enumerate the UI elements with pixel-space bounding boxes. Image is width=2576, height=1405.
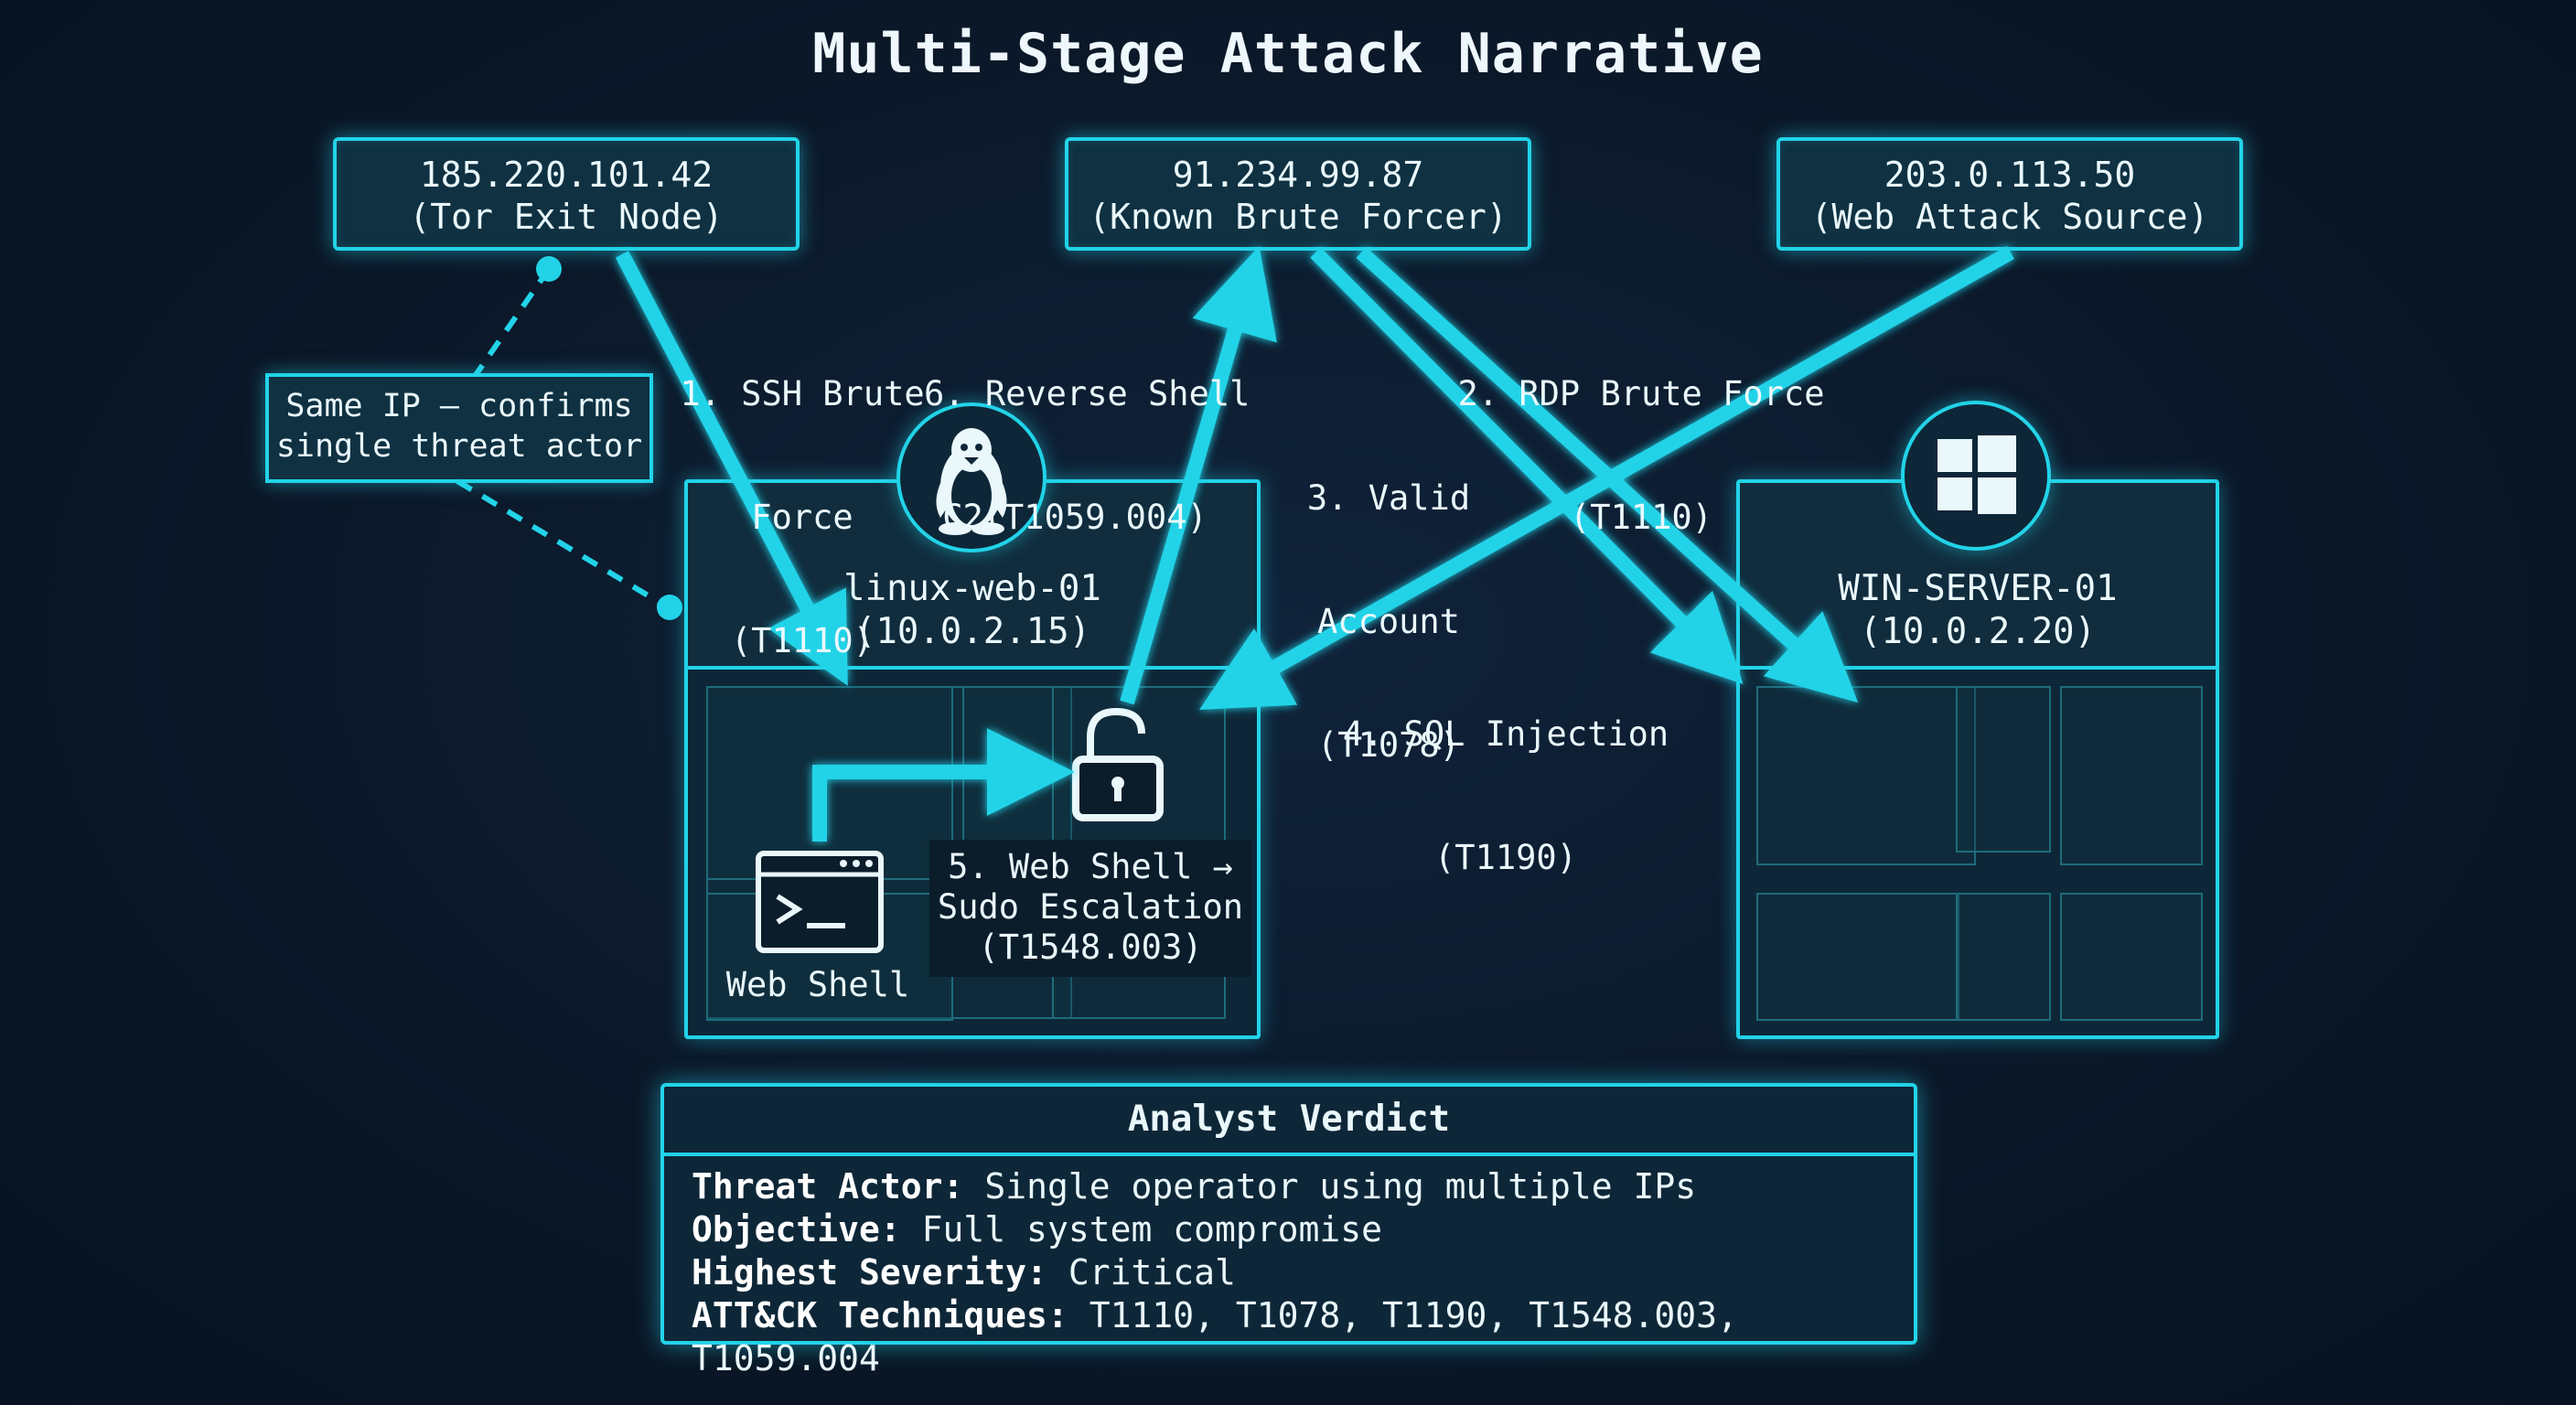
grid-cell [1756, 893, 1959, 1021]
host-ip: (10.0.2.20) [1859, 611, 2097, 652]
step-3-label: 3. Valid Account (T1078) [1270, 395, 1508, 807]
webshell-label: Web Shell [725, 965, 910, 1004]
step-line: 5. Web Shell → [948, 847, 1233, 886]
linux-penguin-icon [896, 402, 1046, 552]
verdict-row: Highest Severity: Critical [692, 1251, 1914, 1294]
grid-cell [2060, 686, 2203, 865]
note-connector [473, 267, 552, 377]
source-box-web-attack: 203.0.113.50 (Web Attack Source) [1776, 137, 2243, 251]
step-line: 6. Reverse Shell [924, 374, 1250, 413]
grid-cell [1756, 686, 1976, 865]
step-line: (T1110) [731, 621, 874, 660]
step-2-label: 2. RDP Brute Force (T1110) [1449, 291, 1833, 579]
host-win-server-01: WIN-SERVER-01 (10.0.2.20) [1736, 479, 2219, 1039]
step-line: Force [751, 498, 853, 537]
step-1-label: 1. SSH Brute Force (T1110) [679, 291, 926, 702]
step-line: 3. Valid [1306, 478, 1471, 518]
arrow-valid-account [1310, 247, 1744, 684]
note-line: Same IP — confirms [285, 388, 633, 424]
source-ip: 91.234.99.87 [1172, 155, 1424, 195]
grid-cell [1956, 893, 2051, 1021]
step-line: 2. RDP Brute Force [1457, 374, 1825, 413]
step-line: Account [1317, 602, 1460, 641]
verdict-key: ATT&CK Techniques: [692, 1295, 1068, 1335]
note-connector [456, 478, 670, 610]
verdict-row: Objective: Full system compromise [692, 1208, 1914, 1251]
arrow-ssh-brute-force [615, 251, 848, 686]
verdict-row: Threat Actor: Single operator using mult… [692, 1165, 1914, 1208]
grid-cell [706, 686, 953, 880]
arrow-web-shell-escalation [812, 728, 1075, 842]
host-header: WIN-SERVER-01 (10.0.2.20) [1740, 483, 2216, 670]
step-line: C2(T1059.004) [942, 498, 1208, 537]
diagram-title: Multi-Stage Attack Narrative [812, 22, 1764, 86]
windows-logo-icon [1901, 401, 2051, 551]
connector-dot [536, 256, 562, 282]
verdict-key: Objective: [692, 1209, 901, 1249]
host-name: WIN-SERVER-01 [1838, 568, 2118, 609]
verdict-value: T1110, T1078, T1190, T1548.003, T1059.00… [692, 1295, 1738, 1378]
verdict-row: ATT&CK Techniques: T1110, T1078, T1190, … [692, 1294, 1914, 1380]
step-line: Sudo Escalation [937, 887, 1244, 927]
step-6-label: 6. Reverse Shell C2(T1059.004) [924, 291, 1250, 579]
host-name: linux-web-01 [843, 568, 1101, 609]
grid-cell [1956, 686, 2051, 853]
verdict-body: Threat Actor: Single operator using mult… [664, 1156, 1914, 1380]
note-line: single threat actor [275, 428, 643, 465]
unlock-icon [1068, 706, 1167, 827]
verdict-key: Highest Severity: [692, 1252, 1047, 1292]
step-line: (T1110) [1570, 498, 1712, 537]
host-ip: (10.0.2.15) [853, 611, 1091, 652]
source-box-brute-forcer: 91.234.99.87 (Known Brute Forcer) [1065, 137, 1531, 251]
source-ip: 185.220.101.42 [419, 155, 714, 195]
source-desc: (Tor Exit Node) [409, 197, 724, 237]
step-line: (T1548.003) [978, 928, 1203, 967]
step-line: 4. SQL Injection [1342, 714, 1669, 754]
connector-dot [657, 595, 682, 620]
analyst-verdict-panel: Analyst Verdict Threat Actor: Single ope… [660, 1083, 1917, 1378]
host-label: WIN-SERVER-01 (10.0.2.20) [1740, 567, 2216, 653]
source-ip: 203.0.113.50 [1884, 155, 2136, 195]
arrow-rdp-brute-force [1356, 247, 1859, 703]
verdict-value: Full system compromise [921, 1209, 1382, 1249]
step-5-label: 5. Web Shell → Sudo Escalation (T1548.00… [929, 840, 1251, 977]
arrow-reverse-shell [1120, 245, 1277, 705]
source-desc: (Web Attack Source) [1810, 197, 2209, 237]
grid-cell [2060, 893, 2203, 1021]
step-line: 1. SSH Brute [680, 374, 925, 413]
verdict-key: Threat Actor: [692, 1166, 964, 1207]
verdict-value: Critical [1068, 1252, 1236, 1292]
step-4-label: 4. SQL Injection (T1190) [1314, 631, 1698, 919]
source-desc: (Known Brute Forcer) [1089, 197, 1508, 237]
step-line: (T1078) [1317, 725, 1460, 765]
arrow-sql-injection [1198, 246, 2014, 710]
verdict-title: Analyst Verdict [664, 1087, 1914, 1156]
step-line: (T1190) [1434, 838, 1577, 877]
terminal-icon [756, 851, 884, 957]
source-box-tor: 185.220.101.42 (Tor Exit Node) [333, 137, 800, 251]
host-label: linux-web-01 (10.0.2.15) [688, 567, 1257, 653]
verdict-value: Single operator using multiple IPs [984, 1166, 1697, 1207]
